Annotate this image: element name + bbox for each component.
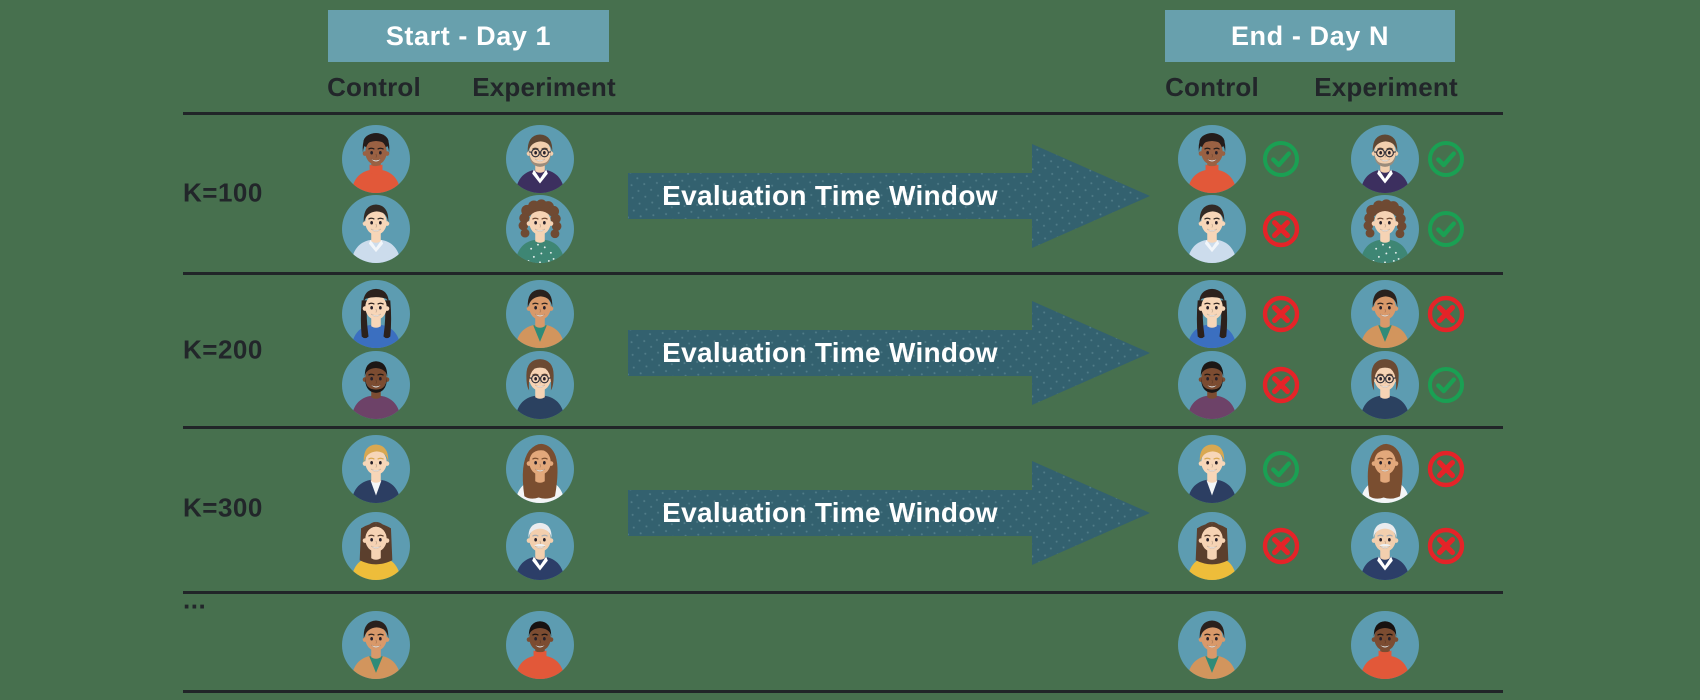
avatar-woman-wavy-hair-white-top-end [1351, 435, 1419, 503]
evaluation-arrow-label: Evaluation Time Window [662, 497, 998, 528]
person-avatar-icon [1178, 195, 1246, 263]
column-label-control-end: Control [1165, 72, 1259, 102]
evaluation-arrow-label: Evaluation Time Window [662, 337, 998, 368]
person-avatar-icon [506, 512, 574, 580]
avatar-person-dark-skin-orange-top-start [506, 611, 574, 679]
evaluation-arrow: Evaluation Time Window [628, 301, 1150, 405]
row-divider-line [183, 272, 1503, 275]
row-divider-line [183, 591, 1503, 594]
row-label-ellipsis: ... [183, 584, 207, 615]
person-avatar-icon [342, 195, 410, 263]
avatar-woman-curly-hair-green-top-start [506, 195, 574, 263]
avatar-man-tan-jacket-teal-shirt-start [506, 280, 574, 348]
fail-x-icon [1426, 526, 1466, 566]
person-avatar-icon [1178, 435, 1246, 503]
person-avatar-icon [506, 125, 574, 193]
person-avatar-icon [506, 351, 574, 419]
fail-x-icon [1261, 294, 1301, 334]
avatar-person-dark-skin-orange-top-end [1351, 611, 1419, 679]
person-avatar-icon [342, 512, 410, 580]
column-label-experiment-start: Experiment [472, 72, 616, 102]
person-avatar-icon [342, 351, 410, 419]
row-divider-line [183, 426, 1503, 429]
start-phase-header: Start - Day 1 [328, 10, 609, 62]
avatar-woman-bangs-blue-top-start [342, 280, 410, 348]
row-label-k1: K=100 [183, 177, 263, 208]
avatar-woman-wavy-hair-white-top-start [506, 435, 574, 503]
fail-x-icon [1426, 449, 1466, 489]
person-avatar-icon [342, 280, 410, 348]
avatar-man-light-skin-blue-shirt-start [342, 195, 410, 263]
avatar-man-white-hair-navy-sweater-end [1351, 512, 1419, 580]
pass-check-icon [1426, 209, 1466, 249]
pass-check-icon [1261, 449, 1301, 489]
person-avatar-icon [506, 435, 574, 503]
end-phase-header: End - Day N [1165, 10, 1455, 62]
fail-x-icon [1261, 209, 1301, 249]
person-avatar-icon [342, 435, 410, 503]
avatar-man-blond-navy-blazer-end [1178, 435, 1246, 503]
person-avatar-icon [342, 611, 410, 679]
row-divider-line [183, 690, 1503, 693]
person-avatar-icon [1178, 611, 1246, 679]
avatar-man-tan-jacket-teal-shirt-end [1178, 611, 1246, 679]
pass-check-icon [1426, 365, 1466, 405]
person-avatar-icon [1351, 611, 1419, 679]
column-label-experiment-end: Experiment [1314, 72, 1458, 102]
avatar-man-light-skin-blue-shirt-end [1178, 195, 1246, 263]
avatar-woman-dark-skin-orange-top-start [342, 125, 410, 193]
column-label-control-start: Control [327, 72, 421, 102]
row-divider-line [183, 112, 1503, 115]
row-label-k3: K=300 [183, 492, 263, 523]
evaluation-arrow-label: Evaluation Time Window [662, 180, 998, 211]
person-avatar-icon [1351, 351, 1419, 419]
avatar-man-white-hair-navy-sweater-start [506, 512, 574, 580]
evaluation-arrow: Evaluation Time Window [628, 461, 1150, 565]
avatar-woman-bob-glasses-navy-top-end [1351, 351, 1419, 419]
avatar-man-blond-navy-blazer-start [342, 435, 410, 503]
avatar-woman-brown-hair-yellow-top-end [1178, 512, 1246, 580]
person-avatar-icon [1351, 195, 1419, 263]
avatar-woman-bob-glasses-navy-top-start [506, 351, 574, 419]
avatar-woman-brown-hair-yellow-top-start [342, 512, 410, 580]
person-avatar-icon [1178, 280, 1246, 348]
fail-x-icon [1261, 526, 1301, 566]
person-avatar-icon [1351, 435, 1419, 503]
person-avatar-icon [506, 195, 574, 263]
evaluation-arrow: Evaluation Time Window [628, 144, 1150, 248]
avatar-woman-bangs-blue-top-end [1178, 280, 1246, 348]
avatar-man-glasses-purple-sweater-start [506, 125, 574, 193]
avatar-man-tan-jacket-teal-shirt-start [342, 611, 410, 679]
avatar-man-dark-skin-beard-purple-shirt-start [342, 351, 410, 419]
avatar-man-glasses-purple-sweater-end [1351, 125, 1419, 193]
right-arrow-icon [628, 301, 1150, 405]
person-avatar-icon [1351, 512, 1419, 580]
avatar-woman-curly-hair-green-top-end [1351, 195, 1419, 263]
avatar-man-dark-skin-beard-purple-shirt-end [1178, 351, 1246, 419]
person-avatar-icon [1178, 125, 1246, 193]
person-avatar-icon [1178, 351, 1246, 419]
person-avatar-icon [1351, 125, 1419, 193]
person-avatar-icon [506, 611, 574, 679]
avatar-man-tan-jacket-teal-shirt-end [1351, 280, 1419, 348]
right-arrow-icon [628, 461, 1150, 565]
row-label-k2: K=200 [183, 334, 263, 365]
person-avatar-icon [342, 125, 410, 193]
person-avatar-icon [1178, 512, 1246, 580]
pass-check-icon [1261, 139, 1301, 179]
fail-x-icon [1261, 365, 1301, 405]
pass-check-icon [1426, 139, 1466, 179]
avatar-woman-dark-skin-orange-top-end [1178, 125, 1246, 193]
person-avatar-icon [506, 280, 574, 348]
right-arrow-icon [628, 144, 1150, 248]
fail-x-icon [1426, 294, 1466, 334]
person-avatar-icon [1351, 280, 1419, 348]
